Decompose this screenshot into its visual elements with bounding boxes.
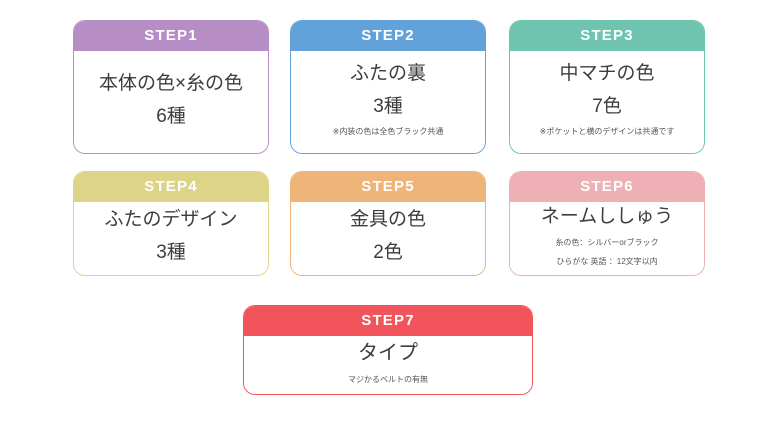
step-header-step6: STEP6: [510, 172, 704, 202]
step-header-step4: STEP4: [74, 172, 268, 202]
step-title-step5: 金具の色: [349, 209, 426, 231]
step-card-step6[interactable]: STEP6 ネームししゅう 糸の色：シルバーorブラック ひらがな 英語 ：12…: [509, 171, 705, 276]
step-body-step3: 中マチの色 7色 ※ポケットと横のデザインは共通です: [510, 51, 704, 153]
step-count-step1: 6種: [156, 105, 186, 127]
step-count-step4: 3種: [156, 242, 186, 263]
step-body-step5: 金具の色 2色: [291, 202, 485, 275]
step-title-step7: タイプ: [358, 341, 418, 364]
step-body-step4: ふたのデザイン 3種: [74, 202, 268, 275]
step-title-step1: 本体の色×糸の色: [98, 72, 244, 94]
step-header-step5: STEP5: [291, 172, 485, 202]
step-count-step5: 2色: [373, 242, 403, 263]
step-note-step6-character-limit: ひらがな 英語 ：12文字以内: [556, 257, 658, 267]
step-card-step2[interactable]: STEP2 ふたの裏 3種 ※内装の色は全色ブラック共通: [290, 20, 486, 154]
step-body-step2: ふたの裏 3種 ※内装の色は全色ブラック共通: [291, 51, 485, 153]
step-header-step1: STEP1: [74, 21, 268, 51]
step-header-step3: STEP3: [510, 21, 704, 51]
step-body-step6: ネームししゅう 糸の色：シルバーorブラック ひらがな 英語 ：12文字以内: [510, 202, 704, 275]
step-card-step5[interactable]: STEP5 金具の色 2色: [290, 171, 486, 276]
step-count-step2: 3種: [373, 96, 403, 118]
step-body-step1: 本体の色×糸の色 6種: [74, 51, 268, 153]
step-header-step7: STEP7: [244, 306, 532, 336]
step-note-step2: ※内装の色は全色ブラック共通: [332, 126, 444, 136]
step-title-step6: ネームししゅう: [540, 206, 674, 228]
step-header-step2: STEP2: [291, 21, 485, 51]
step-card-step7[interactable]: STEP7 タイプ マジかるベルトの有無: [243, 305, 533, 395]
step-card-step1[interactable]: STEP1 本体の色×糸の色 6種: [73, 20, 269, 154]
step-count-step3: 7色: [592, 96, 622, 118]
step-note-step6-thread-color: 糸の色：シルバーorブラック: [555, 237, 659, 247]
step-title-step2: ふたの裏: [349, 63, 426, 85]
step-body-step7: タイプ マジかるベルトの有無: [244, 336, 532, 394]
step-note-step3: ※ポケットと横のデザインは共通です: [539, 126, 675, 136]
step-note-step7: マジかるベルトの有無: [348, 374, 428, 384]
step-card-step3[interactable]: STEP3 中マチの色 7色 ※ポケットと横のデザインは共通です: [509, 20, 705, 154]
step-title-step3: 中マチの色: [559, 63, 655, 85]
step-title-step4: ふたのデザイン: [104, 209, 238, 231]
step-card-step4[interactable]: STEP4 ふたのデザイン 3種: [73, 171, 269, 276]
